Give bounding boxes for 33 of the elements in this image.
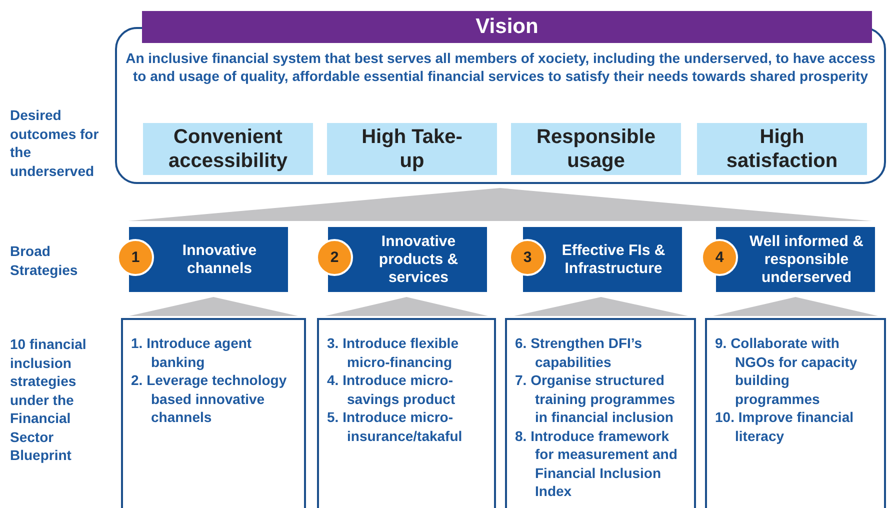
vision-statement: An inclusive financial system that best serves all members of xociety, including the underserved, to have access to and usage of quality, affordable essential financial services to satisfy their needs towards shared prosperity — [125, 49, 876, 85]
outcome-box: High Take-up — [327, 123, 497, 175]
vision-heading: Vision — [142, 11, 872, 43]
strategy-item: 6. Strengthen DFI’s capabilities — [515, 334, 644, 371]
vision-panel — [115, 11, 886, 184]
strategy-list-box — [505, 318, 696, 508]
number-circle: 1 — [117, 239, 154, 276]
strategy-item: 7. Organise structured training programmes in financial inclusion — [515, 371, 676, 426]
wedge-shape — [129, 297, 298, 316]
outcome-box: High satisfaction — [697, 123, 867, 175]
strategy-item: 1. Introduce agent banking — [131, 334, 253, 371]
wedge-shape — [514, 297, 688, 316]
strategy-item: 4. Introduce micro-savings product — [327, 371, 456, 408]
row-label: Broad Strategies — [10, 242, 79, 279]
wedge-shape — [713, 297, 878, 316]
strategy-item: 3. Introduce flexible micro-financing — [327, 334, 460, 371]
strategy-item: 5. Introduce micro-insurance/takaful — [327, 408, 464, 445]
strategy-item: 8. Introduce framework for measurement and Financial Inclusion Index — [515, 426, 678, 500]
strategy-item: 2. Leverage technology based innovative channels — [131, 371, 288, 426]
strategy-list-box — [317, 318, 496, 508]
strategy-item: 9. Collaborate with NGOs for capacity building programmes — [715, 334, 858, 408]
number-circle: 2 — [316, 239, 353, 276]
number-circle: 4 — [701, 239, 738, 276]
wedge-shape — [128, 188, 872, 221]
outcome-box: Responsible usage — [511, 123, 681, 175]
number-circle: 3 — [509, 239, 546, 276]
wedge-shape — [325, 297, 488, 316]
row-label: Desired outcomes for the underserved — [10, 106, 100, 180]
row-label: 10 financial inclusion strategies under the Financial Sector Blueprint — [10, 335, 88, 464]
strategy-list-box — [705, 318, 886, 508]
strategy-item: 10. Improve financial literacy — [715, 408, 854, 445]
outcome-box: Convenient accessibility — [143, 123, 313, 175]
strategy-list-box — [121, 318, 306, 508]
